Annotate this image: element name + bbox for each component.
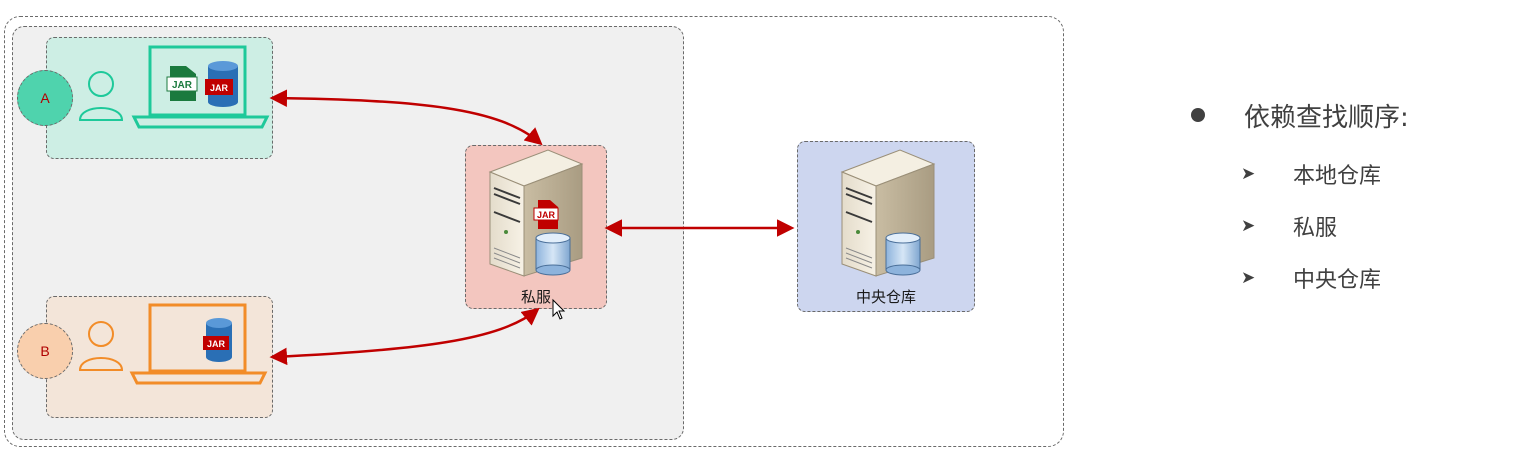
mouse-cursor-icon <box>552 298 566 320</box>
list-item-text: 中央仓库 <box>1293 268 1382 293</box>
user-b-icon <box>78 321 124 371</box>
laptop-b-icon <box>129 303 268 385</box>
lookup-order-heading: 依赖查找顺序: <box>1185 96 1505 134</box>
developer-b-badge: B <box>17 323 73 379</box>
jar-label-a2: JAR <box>210 83 229 93</box>
arrow-bullet-icon: ➤ <box>1241 216 1256 236</box>
list-item-text: 私服 <box>1293 216 1338 241</box>
list-item: ➤ 中央仓库 <box>1185 252 1505 304</box>
laptop-a-icon <box>131 45 270 129</box>
list-item: ➤ 私服 <box>1185 200 1505 252</box>
jar-file-icon: JAR <box>533 200 559 229</box>
list-item: ➤ 本地仓库 <box>1185 148 1505 200</box>
arrow-b-private <box>269 307 540 366</box>
bullet-dot-icon <box>1191 108 1205 122</box>
jar-database-icon: JAR <box>203 318 232 362</box>
lookup-order-list: ➤ 本地仓库 ➤ 私服 ➤ 中央仓库 <box>1185 148 1505 304</box>
developer-a-badge: A <box>17 70 73 126</box>
arrow-a-private <box>269 89 543 146</box>
jar-label-a1: JAR <box>172 80 193 91</box>
arrow-bullet-icon: ➤ <box>1241 164 1256 184</box>
jar-file-icon: JAR <box>166 66 198 101</box>
user-a-icon <box>78 71 124 121</box>
jar-label-b: JAR <box>207 339 226 349</box>
central-repository-label: 中央仓库 <box>855 288 916 306</box>
database-icon <box>885 232 921 276</box>
private-server-label: 私服 <box>520 288 551 306</box>
company-network-frame <box>4 16 1064 447</box>
jar-database-icon: JAR <box>205 61 238 107</box>
database-icon <box>535 232 571 276</box>
arrow-bullet-icon: ➤ <box>1241 268 1256 288</box>
jar-label-private: JAR <box>537 210 556 220</box>
lookup-order-heading-text: 依赖查找顺序: <box>1244 102 1409 133</box>
lookup-order-notes: 依赖查找顺序: ➤ 本地仓库 ➤ 私服 ➤ 中央仓库 <box>1185 96 1505 304</box>
list-item-text: 本地仓库 <box>1293 164 1382 189</box>
